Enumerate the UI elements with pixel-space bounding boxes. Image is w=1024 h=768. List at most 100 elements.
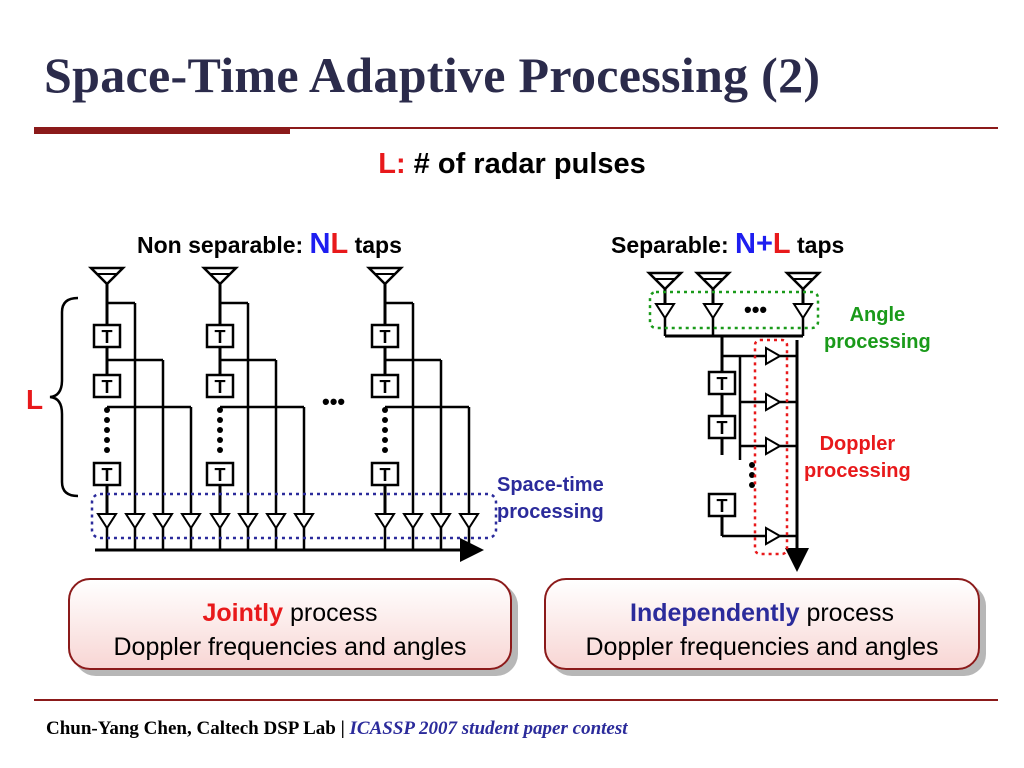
tap-label: T [717, 374, 728, 394]
right-header-l: L [772, 228, 791, 260]
tap-block [92, 373, 122, 399]
left-header-n: N [309, 228, 331, 260]
independent-box-line2: Doppler frequencies and angles [585, 633, 939, 661]
tap-label: T [380, 327, 391, 347]
vertical-dot [217, 447, 223, 453]
weight-triangle [702, 303, 724, 320]
independent-keyword-rest: process [806, 599, 894, 627]
right-header-n: N [735, 228, 756, 260]
weight-triangle [374, 513, 396, 530]
tap-label: T [215, 377, 226, 397]
antenna-icon [693, 271, 733, 291]
vertical-dot [382, 437, 388, 443]
vertical-dot [217, 407, 223, 413]
weight-triangle [265, 513, 287, 530]
weight-triangle [96, 513, 118, 530]
weight-triangle [765, 392, 783, 412]
right-header-prefix: Separable: [611, 232, 729, 258]
joint-process-box: Jointly process Doppler frequencies and … [68, 578, 512, 670]
antenna-icon [645, 271, 685, 291]
vertical-dot [217, 437, 223, 443]
vertical-dot [104, 417, 110, 423]
antenna-icon [783, 271, 823, 291]
right-header-suffix: taps [797, 232, 845, 258]
independent-process-box: Independently process Doppler frequencie… [544, 578, 980, 670]
subtitle-symbol: L: [378, 148, 406, 180]
footer-rule [34, 699, 998, 701]
weight-triangle [765, 526, 783, 546]
vertical-dot [749, 482, 755, 488]
footer-contest: ICASSP 2007 student paper contest [349, 718, 628, 739]
tap-label: T [102, 377, 113, 397]
tap-label: T [215, 465, 226, 485]
weight-triangle [124, 513, 146, 530]
footer: Chun-Yang Chen, Caltech DSP Lab | ICASSP… [46, 718, 628, 740]
vertical-dot [749, 462, 755, 468]
weight-triangle [180, 513, 202, 530]
independent-keyword: Independently [630, 599, 800, 627]
vertical-dot [217, 417, 223, 423]
joint-keyword-rest: process [289, 599, 378, 627]
weight-triangle [293, 513, 315, 530]
tap-label: T [717, 418, 728, 438]
tap-label: T [215, 327, 226, 347]
weight-triangle [237, 513, 259, 530]
subtitle: L: # of radar pulses [0, 148, 1024, 181]
vertical-dot [104, 407, 110, 413]
doppler-label-line1: Doppler [819, 433, 896, 455]
angle-processing-label: Angle processing [824, 302, 931, 356]
vertical-dot [104, 447, 110, 453]
weight-triangle [458, 513, 480, 530]
weight-triangle [152, 513, 174, 530]
left-ellipsis: ••• [322, 389, 346, 414]
tap-block [205, 373, 235, 399]
tap-label: T [102, 465, 113, 485]
vertical-dot [382, 417, 388, 423]
right-header-plus: + [755, 228, 773, 260]
left-header-prefix: Non separable: [137, 232, 304, 258]
doppler-label-line2: processing [804, 460, 911, 482]
weight-triangle [402, 513, 424, 530]
left-header-l: L [330, 228, 349, 260]
left-panel-header: Non separable: NL taps [137, 228, 402, 261]
angle-label-line2: processing [824, 331, 931, 353]
vertical-dot [217, 427, 223, 433]
angle-group-box [648, 290, 820, 330]
vertical-dot [382, 427, 388, 433]
right-panel-header: Separable: N+L taps [611, 228, 844, 261]
antenna-icon [87, 266, 127, 286]
weight-triangle [765, 436, 783, 456]
joint-box-line2: Doppler frequencies and angles [113, 633, 467, 661]
independent-box-line1: Independently process [546, 596, 978, 630]
weight-triangle [765, 346, 783, 366]
joint-keyword: Jointly [202, 599, 284, 627]
vertical-dot [749, 472, 755, 478]
right-ellipsis: ••• [744, 297, 768, 322]
space-time-label: Space-time processing [497, 472, 604, 526]
tap-block [370, 373, 400, 399]
weight-triangle [654, 303, 676, 320]
tap-label: T [717, 496, 728, 516]
separable-diagram: T T T [645, 271, 823, 572]
tap-label: T [380, 377, 391, 397]
title-rule-accent [34, 127, 290, 134]
doppler-processing-label: Doppler processing [804, 431, 911, 485]
brace-label: L [26, 384, 44, 415]
subtitle-text: # of radar pulses [413, 148, 646, 180]
title-rule [290, 127, 998, 129]
page-title: Space-Time Adaptive Processing (2) [44, 47, 821, 103]
joint-box-line1: Jointly process [70, 596, 510, 630]
vertical-dot [382, 447, 388, 453]
vertical-dot [104, 437, 110, 443]
footer-author: Chun-Yang Chen, Caltech DSP Lab [46, 718, 336, 739]
doppler-group-box [753, 338, 789, 556]
vertical-dot [382, 407, 388, 413]
tap-label: T [380, 465, 391, 485]
left-header-suffix: taps [354, 232, 402, 258]
weight-triangle [792, 303, 814, 320]
angle-label-line1: Angle [849, 304, 906, 326]
weight-triangle [430, 513, 452, 530]
weight-triangle [209, 513, 231, 530]
